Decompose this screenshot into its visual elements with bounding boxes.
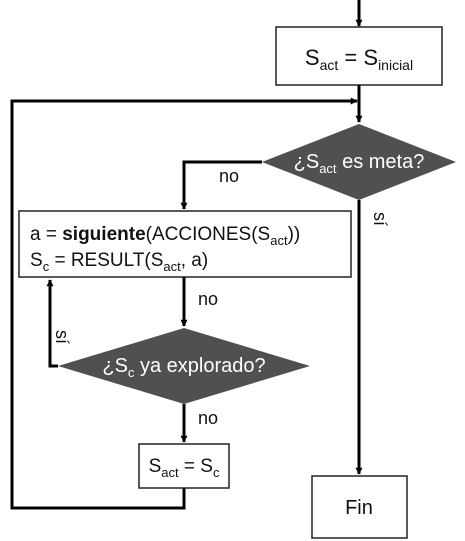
explored-yes-label: sí <box>52 330 72 344</box>
assign-box-text: Sact = Sc <box>149 456 220 480</box>
end-box <box>311 475 408 539</box>
explored-yes-line <box>46 279 58 368</box>
assign-box <box>138 443 230 489</box>
goal-test-text: ¿Sact es meta? <box>294 151 425 176</box>
loop-back-line <box>10 97 358 510</box>
action-to-explored-label: no <box>198 289 218 309</box>
goal-no-line <box>180 160 262 210</box>
goal-yes-label: sí <box>370 212 390 226</box>
end-box-label: Fin <box>345 497 373 519</box>
explored-test-text: ¿Sc ya explorado? <box>102 355 265 380</box>
action-box-line1: a = siguiente(ACCIONES(Sact)) <box>30 224 300 248</box>
explored-no-label: no <box>198 408 218 428</box>
goal-test-diamond <box>262 124 456 200</box>
goal-no-label: no <box>219 166 239 186</box>
init-box-text: Sact = Sinicial <box>305 45 413 73</box>
action-box <box>18 210 352 278</box>
explored-test-diamond <box>58 328 310 404</box>
action-box-line2: Sc = RESULT(Sact, a) <box>30 250 208 274</box>
